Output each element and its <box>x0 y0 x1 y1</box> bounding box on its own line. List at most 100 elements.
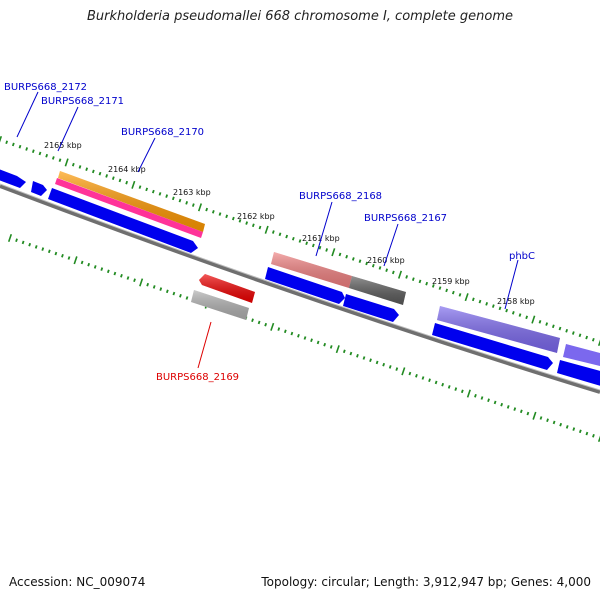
track-tick <box>500 402 504 407</box>
track-tick <box>480 396 484 400</box>
track-tick <box>297 333 300 338</box>
gene-feature[interactable] <box>31 181 47 196</box>
track-tick <box>493 400 497 405</box>
track-tick <box>145 187 149 192</box>
track-tick <box>531 315 536 324</box>
track-tick <box>431 284 435 288</box>
track-tick <box>454 387 458 391</box>
track-tick <box>447 385 451 389</box>
gene-feature[interactable] <box>265 267 345 304</box>
track-tick <box>310 338 313 343</box>
track-tick <box>38 151 42 156</box>
track-tick <box>578 429 582 434</box>
track-tick <box>165 194 169 198</box>
track-tick <box>458 293 462 297</box>
gene-label[interactable]: BURPS668_2168 <box>299 191 382 202</box>
track-tick <box>342 349 346 354</box>
track-tick <box>498 306 502 311</box>
gene-label[interactable]: BURPS668_2169 <box>156 372 239 383</box>
track-tick <box>61 253 64 258</box>
track-tick <box>585 335 589 340</box>
gene-label[interactable]: phbC <box>509 251 535 262</box>
track-tick <box>538 319 542 324</box>
track-tick <box>597 339 600 347</box>
gene-labels: BURPS668_2172 BURPS668_2171 BURPS668_217… <box>4 82 535 383</box>
gene-feature[interactable] <box>48 188 198 253</box>
track-tick <box>11 142 15 147</box>
track-tick <box>487 398 490 403</box>
track-tick <box>290 331 294 336</box>
track-tick <box>78 165 82 169</box>
track-tick <box>67 256 71 260</box>
track-tick <box>257 320 261 325</box>
track-tick <box>474 393 477 398</box>
track-tick <box>378 266 382 270</box>
track-tick <box>464 293 469 302</box>
gene-feature[interactable] <box>0 168 26 188</box>
track-tick <box>356 353 359 358</box>
chromosome-backbone <box>0 184 600 394</box>
track-tick <box>270 322 275 331</box>
track-tick <box>0 135 3 143</box>
gene-feature[interactable] <box>557 360 600 387</box>
gene-feature-pink[interactable] <box>55 178 203 238</box>
tick-label: 2158 kbp <box>497 297 535 306</box>
track-tick <box>525 315 529 320</box>
accession-text: Accession: NC_009074 <box>9 575 146 589</box>
tick-label: 2159 kbp <box>432 277 470 286</box>
track-tick <box>401 367 406 376</box>
track-tick <box>251 318 254 323</box>
track-tick <box>506 405 510 409</box>
track-tick <box>485 302 489 306</box>
track-tick <box>445 288 449 293</box>
track-tick <box>231 216 235 221</box>
track-tick <box>388 365 392 369</box>
track-tick <box>505 308 509 313</box>
track-tick <box>571 331 575 335</box>
track-tick <box>25 147 29 151</box>
track-tick <box>218 212 222 216</box>
track-tick <box>349 351 353 356</box>
track-tick <box>172 291 176 296</box>
track-tick <box>375 360 379 365</box>
track-tick <box>7 233 13 243</box>
track-tick <box>421 376 425 380</box>
track-tick <box>428 378 431 383</box>
track-tick <box>58 158 62 163</box>
track-tick <box>118 178 122 183</box>
track-tick <box>331 248 336 257</box>
track-tick <box>165 289 169 294</box>
gene-label[interactable]: BURPS668_2172 <box>4 82 87 93</box>
track-tick <box>15 238 18 243</box>
track-tick <box>113 271 117 276</box>
track-tick <box>323 342 327 347</box>
track-tick <box>34 245 38 249</box>
track-tick <box>511 311 515 315</box>
track-tick <box>277 327 281 331</box>
track-tick <box>283 329 287 334</box>
track-tick <box>478 299 482 304</box>
track-tick <box>185 201 189 205</box>
track-tick <box>51 156 55 160</box>
track-tick <box>369 358 372 363</box>
gene-feature-purple[interactable] <box>563 344 600 367</box>
gene-feature[interactable] <box>432 323 553 370</box>
track-tick <box>131 180 136 189</box>
track-tick <box>251 223 255 228</box>
track-tick <box>138 185 142 189</box>
track-tick <box>451 290 455 295</box>
gene-label[interactable]: BURPS668_2171 <box>41 96 124 107</box>
track-tick <box>434 380 438 385</box>
track-tick <box>298 239 302 243</box>
track-tick <box>408 371 412 376</box>
gene-feature[interactable] <box>343 294 399 322</box>
track-tick <box>105 174 109 178</box>
map-title: Burkholderia pseudomallei 668 chromosome… <box>86 9 514 24</box>
gene-label[interactable]: BURPS668_2167 <box>364 213 447 224</box>
track-tick <box>45 153 49 158</box>
gene-label[interactable]: BURPS668_2170 <box>121 127 204 138</box>
track-tick <box>385 268 389 272</box>
track-tick <box>345 254 349 259</box>
track-tick <box>245 221 249 225</box>
